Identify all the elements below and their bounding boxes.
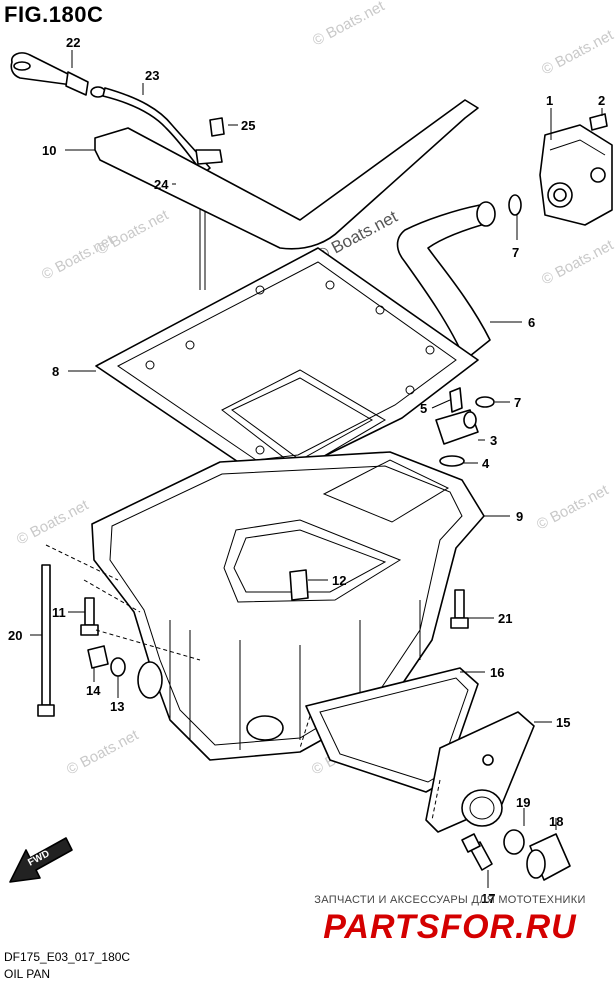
watermark-text: © Boats.net [310, 0, 388, 50]
callout-16: 16 [490, 665, 504, 680]
cover-15 [425, 711, 535, 833]
callout-18: 18 [549, 814, 563, 829]
leader-lines [30, 50, 603, 888]
callout-14: 14 [86, 683, 101, 698]
o-ring-7-upper [508, 194, 522, 216]
oil-pan-body-9 [91, 451, 485, 761]
callout-2: 2 [598, 93, 605, 108]
bolt-17 [461, 833, 493, 871]
watermark-text: © Boats.net [14, 496, 92, 548]
figure-name: OIL PAN [4, 967, 51, 981]
watermark-text: © Boats.net [534, 481, 612, 533]
callout-19: 19 [516, 795, 530, 810]
oil-pan-bracket-10 [94, 99, 479, 250]
callout-9: 9 [516, 509, 523, 524]
partsfor-logo: PARTSFOR.RU [323, 908, 577, 946]
callout-11: 11 [52, 605, 66, 620]
callout-numbers: 22 23 25 10 24 1 2 7 6 8 5 7 3 4 9 12 11… [8, 35, 605, 906]
callout-25: 25 [241, 118, 255, 133]
callout-7-lower: 7 [514, 395, 521, 410]
bolts [37, 564, 469, 717]
promo-text: ЗАПЧАСТИ И АКСЕССУАРЫ ДЛЯ МОТОТЕХНИКИ [314, 894, 586, 906]
callout-4: 4 [482, 456, 490, 471]
callout-10: 10 [42, 143, 56, 158]
callout-3: 3 [490, 433, 497, 448]
dipstick-assembly [10, 52, 225, 290]
callout-15: 15 [556, 715, 570, 730]
callout-8: 8 [52, 364, 59, 379]
callout-12: 12 [332, 573, 346, 588]
callout-6: 6 [528, 315, 535, 330]
housing-1 [539, 113, 613, 226]
callout-17: 17 [481, 891, 495, 906]
callout-22: 22 [66, 35, 80, 50]
sensor-3 [435, 387, 479, 467]
callout-5: 5 [420, 401, 427, 416]
washer-19 [503, 829, 525, 855]
figure-title: FIG.180C [4, 2, 104, 27]
watermark-text: © Boats.net [539, 26, 616, 78]
callout-1: 1 [546, 93, 553, 108]
fwd-arrow-icon: FWD [9, 837, 73, 883]
callout-13: 13 [110, 699, 124, 714]
watermark-text: © Boats.net [64, 726, 142, 778]
callout-24: 24 [154, 177, 169, 192]
o-ring-7-lower [475, 396, 495, 408]
figure-code: DF175_E03_017_180C [4, 950, 131, 964]
drain-plug-18 [526, 833, 571, 881]
callout-21: 21 [498, 611, 512, 626]
callout-20: 20 [8, 628, 22, 643]
callout-23: 23 [145, 68, 159, 83]
callout-7-upper: 7 [512, 245, 519, 260]
watermark-text: © Boats.net [539, 236, 616, 288]
